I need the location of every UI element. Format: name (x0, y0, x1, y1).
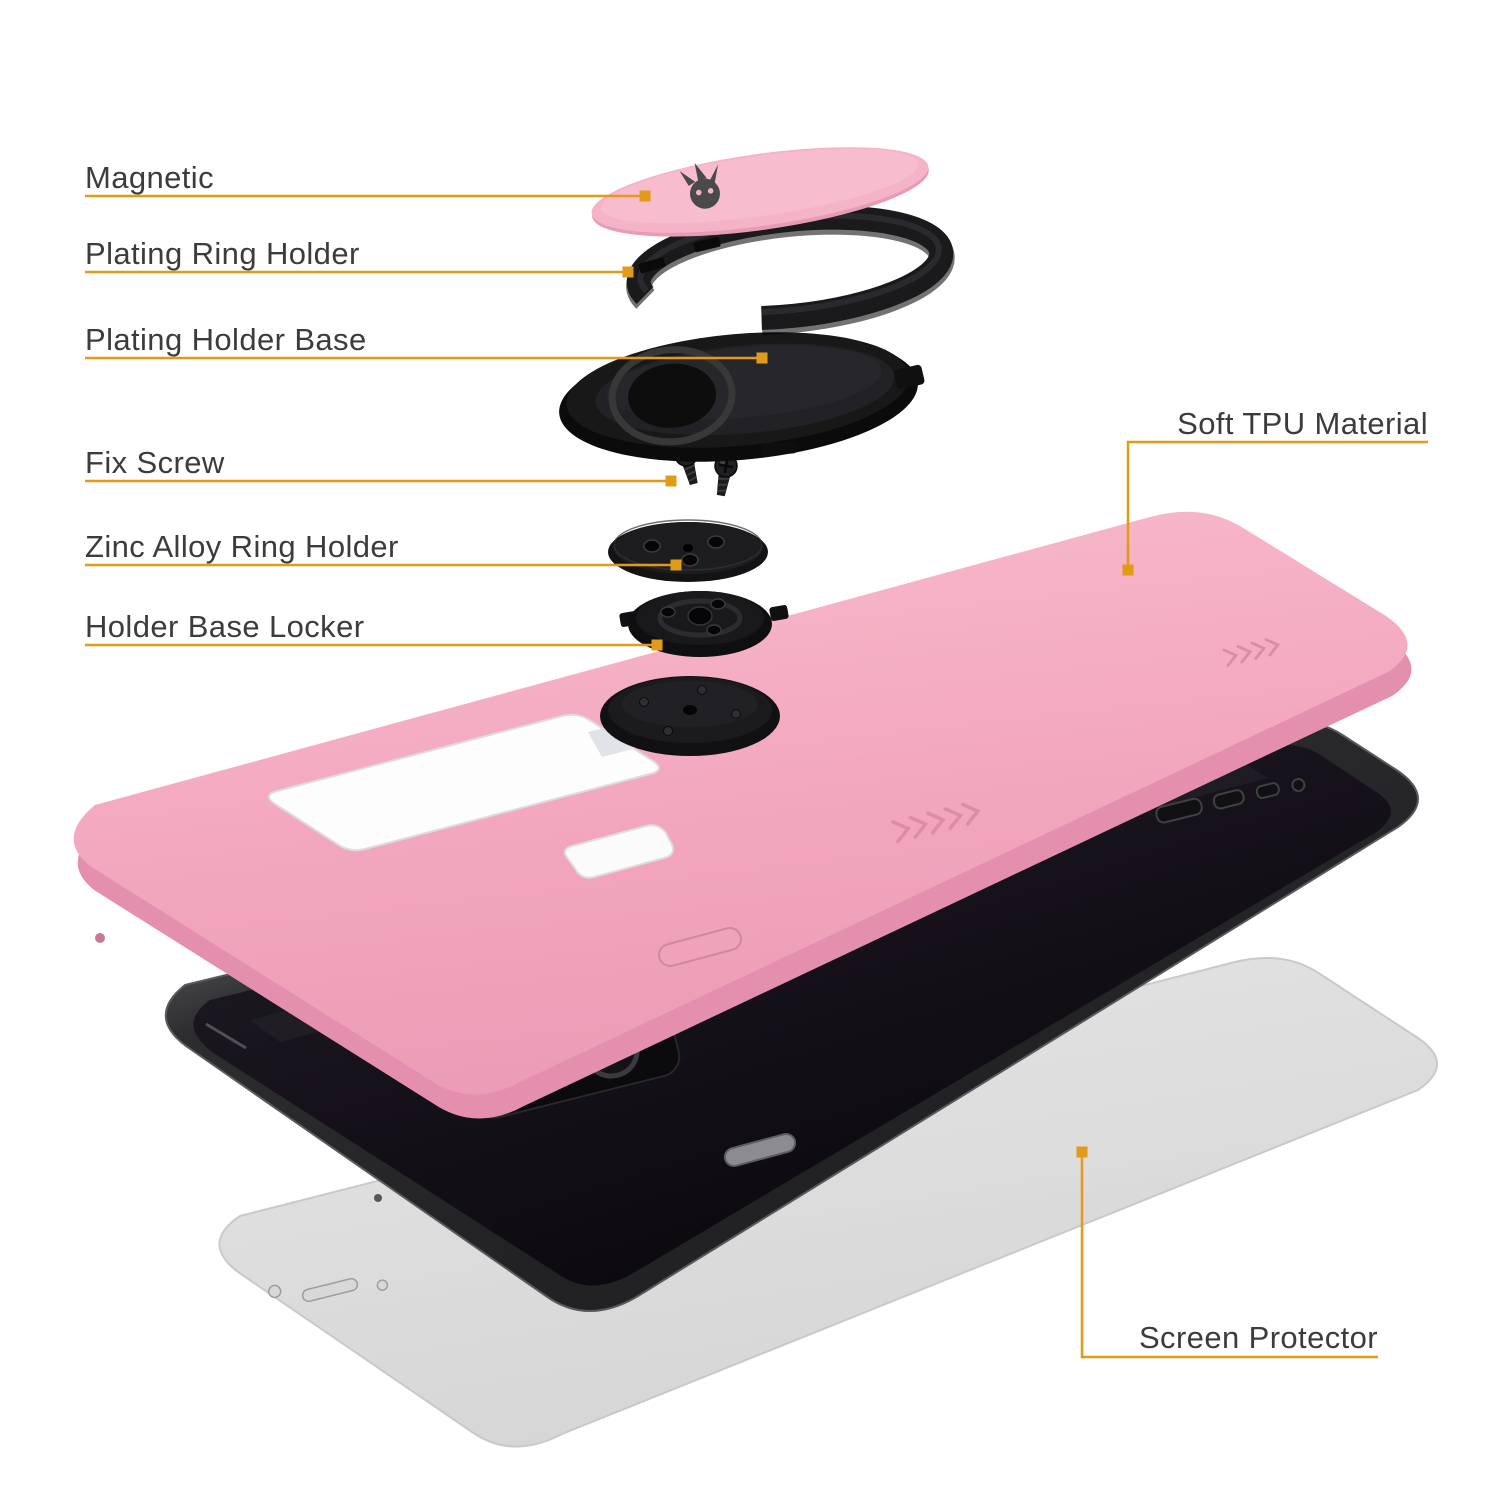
camera-cutout (268, 713, 660, 852)
sim-tray-slot (205, 1022, 247, 1050)
screen-protector-leader (1076, 1146, 1378, 1359)
tpu-case (73, 511, 1412, 1119)
soft-tpu-material-leader (1122, 440, 1428, 576)
fix-screw-leader (85, 475, 677, 487)
label-soft-tpu-material: Soft TPU Material (1177, 406, 1428, 441)
plating-ring-holder-leader (85, 266, 634, 278)
label-plating-holder-base: Plating Holder Base (85, 322, 367, 357)
case-button (658, 926, 742, 968)
label-magnetic: Magnetic (85, 160, 214, 195)
label-plating-ring-holder: Plating Ring Holder (85, 236, 360, 271)
lanyard-hole (95, 933, 105, 943)
holder-base-locker-part (619, 591, 789, 657)
screen-protector-sheet (218, 957, 1438, 1448)
skull-mohawk-logo-icon (679, 162, 720, 209)
mic-hole (374, 1194, 382, 1202)
label-screen-protector: Screen Protector (1138, 1320, 1378, 1355)
case-back-face (73, 511, 1408, 1095)
label-fix-screw: Fix Screw (85, 445, 225, 480)
phone-glass (193, 744, 1391, 1286)
phone-ports (1155, 778, 1306, 824)
plating-holder-base-part (559, 332, 925, 462)
holder-base-locker-leader (85, 639, 663, 651)
phone-side-button (723, 1133, 797, 1167)
zinc-alloy-ring-holder-leader (85, 559, 682, 571)
magnetic-plate-part (591, 147, 929, 237)
label-zinc-alloy-ring-holder: Zinc Alloy Ring Holder (85, 529, 399, 564)
mount-disc (600, 676, 780, 756)
magnetic-leader (85, 190, 651, 202)
label-holder-base-locker: Holder Base Locker (85, 609, 365, 644)
sensor-cutout (563, 824, 674, 879)
plating-holder-base-leader (85, 352, 768, 364)
leader-lines (85, 190, 1428, 1359)
zinc-alloy-ring-holder-part (608, 519, 768, 582)
protector-cutouts (267, 1277, 389, 1303)
